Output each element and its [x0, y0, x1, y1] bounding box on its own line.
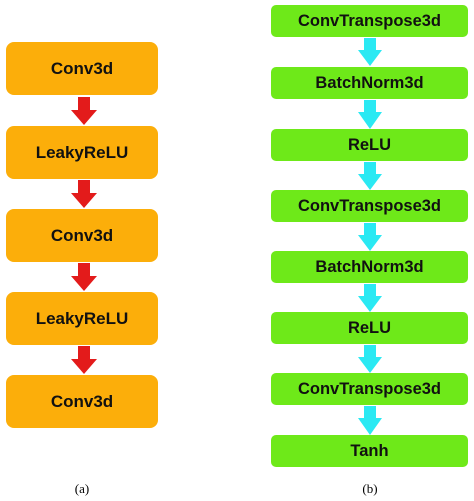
panel-a-node-2: LeakyReLU: [6, 126, 158, 179]
panel-b-node-8: Tanh: [271, 435, 468, 467]
panel-a-arrow-2: [71, 180, 97, 208]
panel-b-node-5: BatchNorm3d: [271, 251, 468, 283]
panel-b-caption: (b): [362, 481, 378, 496]
panel-b-arrow-3: [358, 162, 382, 190]
panel-b-arrow-4: [358, 223, 382, 251]
panel-b-node-6: ReLU: [271, 312, 468, 344]
panel-b-arrow-7: [358, 406, 382, 435]
panel-b-node-7: ConvTranspose3d: [271, 373, 468, 405]
panel-b-node-4: ConvTranspose3d: [271, 190, 468, 222]
panel-b-arrow-2: [358, 100, 382, 129]
panel-a-node-1: Conv3d: [6, 42, 158, 95]
panel-b-arrow-5: [358, 284, 382, 312]
panel-a-arrow-1: [71, 97, 97, 125]
panel-a-node-5: Conv3d: [6, 375, 158, 428]
panel-b-node-1: ConvTranspose3d: [271, 5, 468, 37]
panel-a-arrow-4: [71, 346, 97, 374]
panel-b-arrow-1: [358, 38, 382, 66]
panel-b-node-3: ReLU: [271, 129, 468, 161]
panel-b-arrow-6: [358, 345, 382, 373]
panel-b-node-2: BatchNorm3d: [271, 67, 468, 99]
panel-a-node-3: Conv3d: [6, 209, 158, 262]
panel-a-caption: (a): [74, 481, 90, 496]
panel-a-node-4: LeakyReLU: [6, 292, 158, 345]
panel-a-arrow-3: [71, 263, 97, 291]
